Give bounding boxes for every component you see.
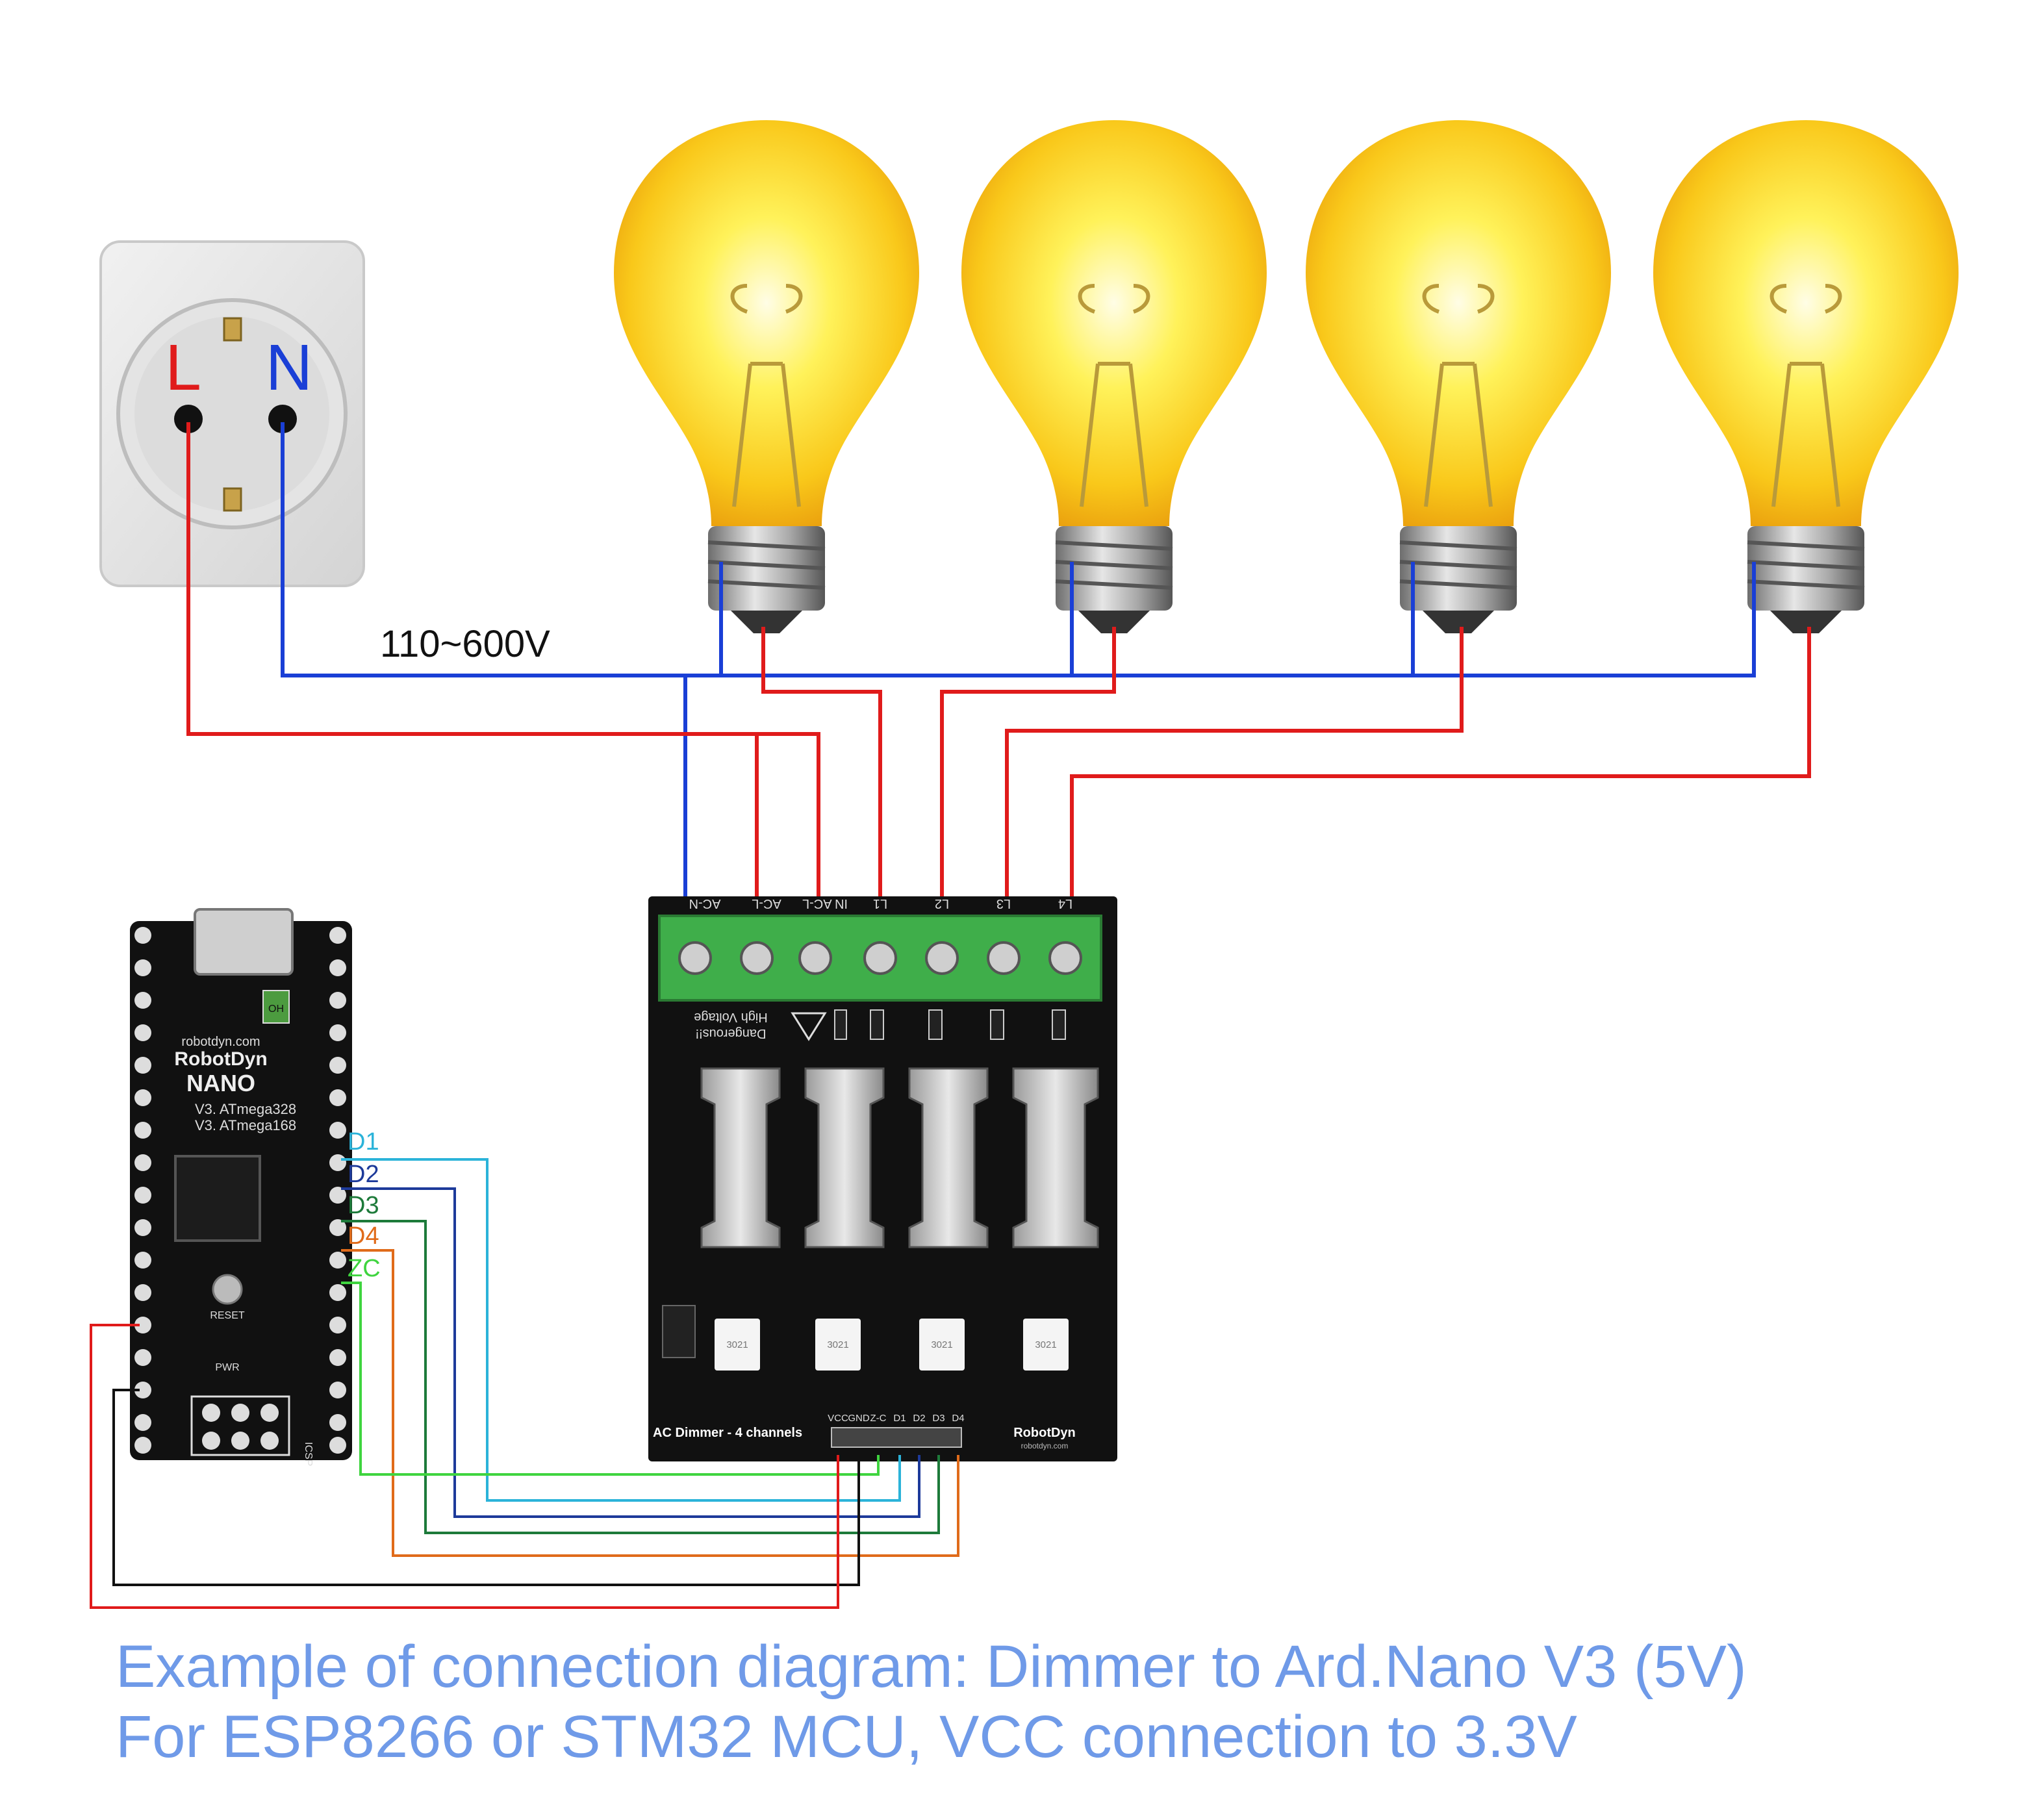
- nano-model: NANO: [186, 1070, 255, 1096]
- nano-reset-label: RESET: [210, 1310, 245, 1321]
- opto-1-text: 3021: [726, 1339, 748, 1350]
- dimmer-title: AC Dimmer - 4 channels: [653, 1426, 802, 1440]
- signal-label-zc: ZC: [348, 1255, 381, 1282]
- terminal-label-ac-l: AC-L: [752, 896, 781, 911]
- socket-live-label: L: [165, 331, 201, 404]
- resistors: [834, 1009, 1066, 1040]
- warning-dangerous: Dangerous!!: [696, 1026, 767, 1041]
- wire-d4: [341, 1249, 959, 1557]
- header-pin-d4: D4: [952, 1413, 964, 1424]
- warning-triangle-icon: [791, 1012, 827, 1041]
- warning-high-voltage: High Voltage: [694, 1010, 767, 1024]
- lamp-2: [961, 120, 1267, 633]
- header-pin-vcc: VCC: [828, 1413, 848, 1424]
- wire-gnd: [112, 1389, 860, 1586]
- nano-pin-holes: [134, 927, 346, 1454]
- signal-label-d3: D3: [348, 1192, 379, 1219]
- usb-connector: [194, 908, 294, 976]
- header-pin-d3: D3: [932, 1413, 945, 1424]
- nano-variant-2: V3. ATmega168: [195, 1117, 296, 1133]
- signal-labels: D1 D2 D3 D4 ZC: [348, 1128, 381, 1282]
- lamps: [614, 120, 1959, 633]
- neutral-wires: [281, 422, 1756, 922]
- lamp-3: [1306, 120, 1611, 633]
- terminal-label-l4: L4: [1058, 896, 1072, 911]
- socket-live-hole: [174, 405, 203, 433]
- optocouplers: 3021 3021 3021 3021: [662, 1305, 1069, 1371]
- caption-line-1: Example of connection diagram: Dimmer to…: [116, 1634, 1747, 1700]
- wire-d1: [341, 1158, 901, 1502]
- arduino-nano-board: OH robotdyn.com RobotDyn NANO V3. ATmega…: [130, 908, 352, 1466]
- terminal-screws: [678, 941, 1082, 975]
- terminal-label-in-ac-l: IN AC-L: [802, 896, 848, 911]
- opto-2-text: 3021: [827, 1339, 848, 1350]
- header-pin-d2: D2: [913, 1413, 925, 1424]
- dimmer-brand-url: robotdyn.com: [1021, 1441, 1069, 1450]
- nano-variant-1: V3. ATmega328: [195, 1101, 296, 1117]
- wire-d2: [341, 1187, 920, 1518]
- live-wires: [186, 422, 1811, 922]
- socket-neutral-hole: [268, 405, 297, 433]
- terminal-label-l1: L1: [873, 896, 887, 911]
- dimmer-header-labels: VCC GND Z-C D1 D2 D3 D4: [828, 1413, 964, 1424]
- terminal-label-l2: L2: [935, 896, 949, 911]
- mains-voltage-label: 110~600V: [380, 623, 550, 665]
- ac-dimmer-board: AC-N AC-L IN AC-L L1 L2 L3 L4 High Volta…: [648, 896, 1117, 1461]
- lamp-4: [1653, 120, 1959, 633]
- wire-d3: [341, 1220, 940, 1534]
- wire-vcc: [90, 1324, 839, 1609]
- terminal-labels: AC-N AC-L IN AC-L L1 L2 L3 L4: [689, 896, 1073, 911]
- signal-label-d4: D4: [348, 1222, 379, 1250]
- wire-zc: [341, 1282, 880, 1476]
- dimmer-brand: RobotDyn: [1013, 1426, 1076, 1440]
- nano-brand: RobotDyn: [174, 1048, 267, 1070]
- signal-label-d1: D1: [348, 1128, 379, 1156]
- signal-wires: [90, 1158, 959, 1609]
- header-pin-zc: Z-C: [870, 1413, 887, 1424]
- opto-3-text: 3021: [931, 1339, 952, 1350]
- socket-neutral-label: N: [266, 331, 312, 404]
- header-pin-d1: D1: [893, 1413, 906, 1424]
- mcu-chip: [174, 1155, 261, 1242]
- nano-oh-label: OH: [268, 1004, 284, 1015]
- nano-url: robotdyn.com: [181, 1035, 260, 1049]
- terminal-label-ac-n: AC-N: [689, 896, 721, 911]
- opto-4-text: 3021: [1035, 1339, 1056, 1350]
- reset-button[interactable]: [212, 1274, 243, 1305]
- terminal-label-l3: L3: [996, 896, 1011, 911]
- nano-pwr-label: PWR: [215, 1362, 239, 1373]
- heatsinks: [700, 1067, 1099, 1248]
- nano-icsp-label: ICSP: [303, 1442, 314, 1466]
- header-pin-gnd: GND: [848, 1413, 870, 1424]
- dimmer-header-pins: [831, 1427, 962, 1448]
- signal-label-d2: D2: [348, 1161, 379, 1188]
- wall-socket: L N: [99, 240, 365, 587]
- lamp-1: [614, 120, 919, 633]
- caption-line-2: For ESP8266 or STM32 MCU, VCC connection…: [116, 1704, 1577, 1770]
